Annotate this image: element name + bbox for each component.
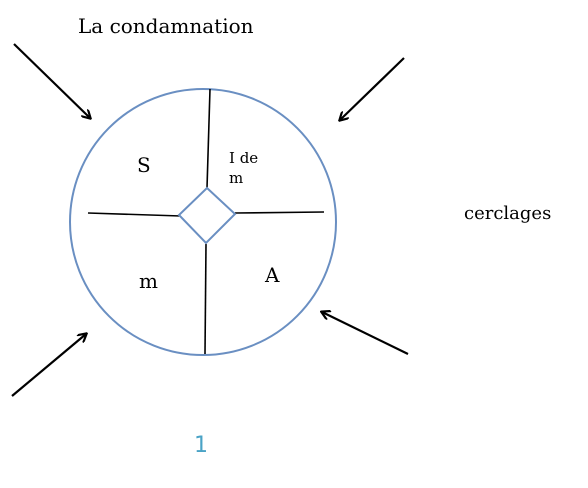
side-label: cerclages	[464, 203, 552, 224]
quadrant-bottom-right-label: A	[265, 263, 280, 287]
quadrant-top-right-line2: m	[229, 168, 244, 187]
arrow-top-left	[13, 43, 90, 118]
quadrant-top-right-label: I de m	[229, 149, 258, 188]
divider-right	[234, 211, 325, 214]
center-diamond	[177, 186, 237, 245]
divider-top	[206, 88, 211, 189]
arrow-bottom-right	[322, 312, 409, 355]
quadrant-bottom-left-label: m	[139, 269, 158, 293]
divider-left	[87, 212, 182, 217]
quadrant-top-left-label: S	[137, 153, 151, 177]
diagram-title: La condamnation	[78, 14, 254, 38]
page-number: 1	[194, 433, 208, 458]
quadrant-top-right-line1: I de	[229, 149, 259, 167]
arrow-top-right	[340, 57, 405, 120]
arrow-bottom-left	[11, 334, 86, 397]
divider-bottom	[204, 243, 207, 355]
